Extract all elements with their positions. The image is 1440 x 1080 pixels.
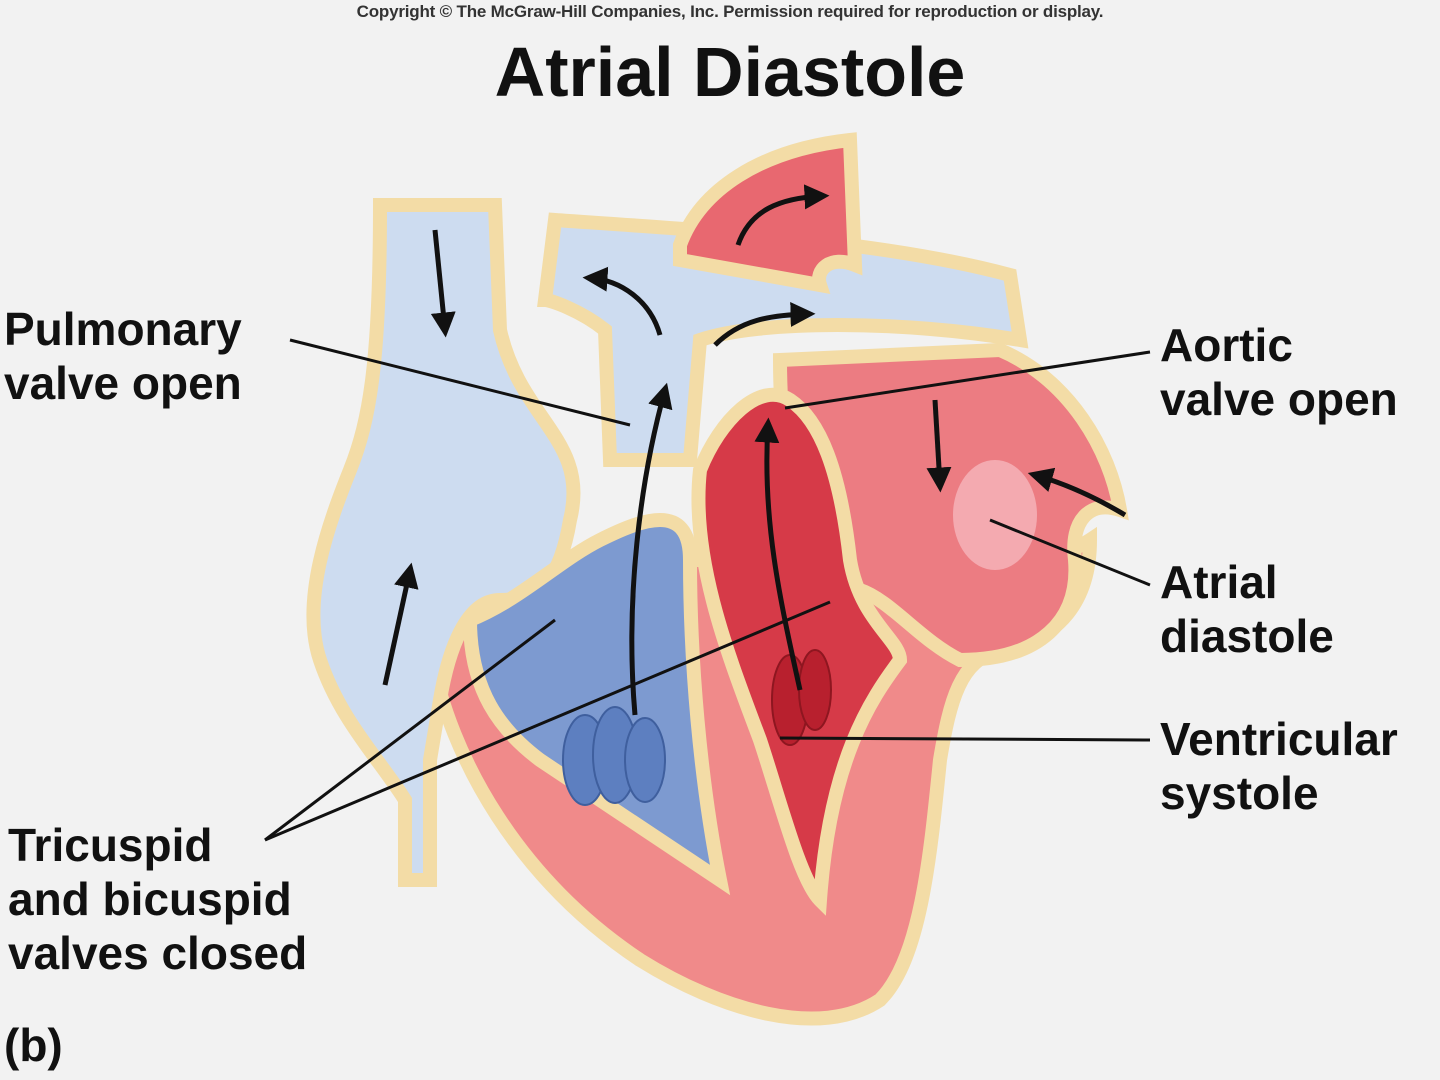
label-ventricular-systole-line2: systole: [1160, 767, 1319, 819]
label-atrial-diastole-line1: Atrial: [1160, 556, 1278, 608]
leader-lines: [264, 338, 1151, 842]
flow-arrow-rv-out: [629, 382, 673, 716]
copyright-notice: Copyright © The McGraw-Hill Companies, I…: [356, 2, 1104, 21]
flow-arrow-pulm-vein: [1027, 467, 1127, 518]
label-av-valves-line1: Tricuspid: [8, 819, 213, 871]
label-ventricular-systole: Ventricular systole: [1160, 712, 1398, 820]
flow-arrow-aorta: [735, 184, 830, 246]
flow-arrow-pulm-right: [713, 301, 816, 347]
label-av-valves: Tricuspid and bicuspid valves closed: [8, 818, 307, 980]
label-aortic-valve: Aortic valve open: [1160, 318, 1398, 426]
flow-arrow-la-down: [926, 399, 952, 493]
leader-pulmonary-valve: [289, 338, 631, 427]
leader-tricuspid: [264, 618, 556, 842]
right-atrium: [306, 198, 581, 887]
label-pulmonary-valve-line1: Pulmonary: [4, 303, 242, 355]
flow-arrow-svc: [430, 229, 456, 338]
label-av-valves-line2: and bicuspid: [8, 873, 292, 925]
blood-flow-arrows: [382, 184, 1127, 716]
pulmonary-vein-opening: [953, 460, 1037, 570]
label-pulmonary-valve: Pulmonary valve open: [4, 302, 242, 410]
label-atrial-diastole-line2: diastole: [1160, 610, 1334, 662]
label-aortic-valve-line1: Aortic: [1160, 319, 1293, 371]
panel-letter: (b): [4, 1019, 63, 1071]
leader-ventricular-systole: [779, 736, 1151, 742]
figure-title: Atrial Diastole: [494, 33, 966, 111]
label-av-valves-line3: valves closed: [8, 927, 308, 979]
aortic-arch: [673, 132, 863, 294]
label-pulmonary-valve-line2: valve open: [4, 357, 242, 409]
tricuspid-valve-cusps: [562, 706, 666, 806]
flow-arrow-ivc: [382, 562, 419, 686]
leader-aortic-valve: [784, 350, 1151, 410]
label-atrial-diastole: Atrial diastole: [1160, 555, 1334, 663]
leader-bicuspid: [264, 600, 831, 842]
leader-atrial-diastole: [989, 518, 1151, 587]
label-ventricular-systole-line1: Ventricular: [1160, 713, 1398, 765]
left-ventricle: [691, 387, 908, 916]
flow-arrow-pulm-left: [582, 266, 663, 336]
label-aortic-valve-line2: valve open: [1160, 373, 1398, 425]
flow-arrow-lv-out: [754, 417, 803, 691]
